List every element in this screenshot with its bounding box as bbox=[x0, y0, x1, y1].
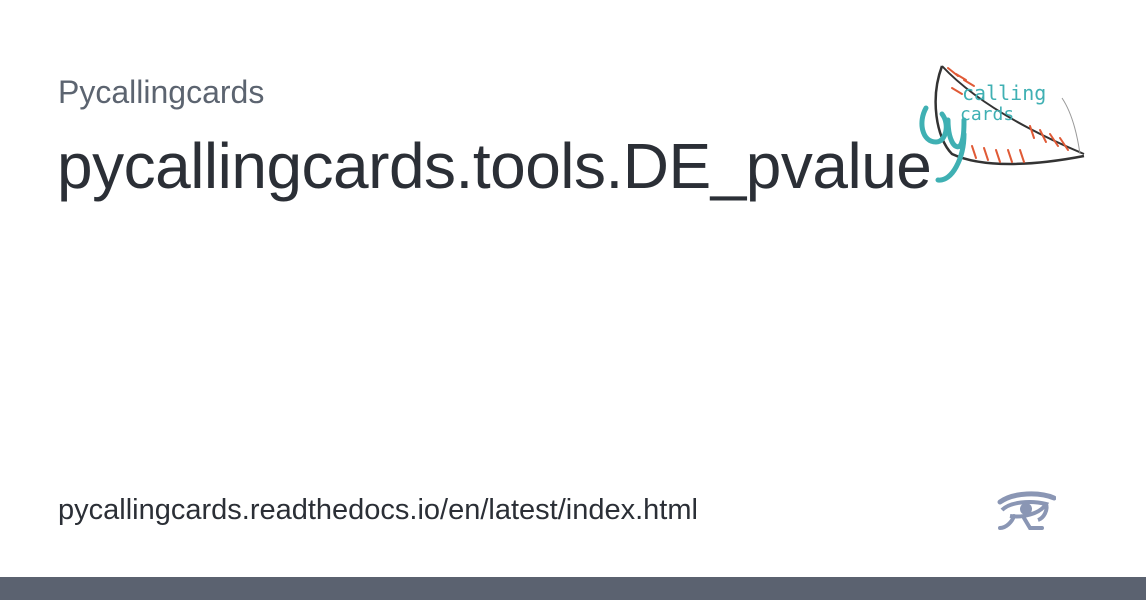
logo-text-cards: cards bbox=[960, 104, 1014, 125]
page-title: pycallingcards.tools.DE_pvalue bbox=[57, 130, 932, 202]
logo-text-calling: calling bbox=[962, 81, 1046, 105]
pycallingcards-logo-icon: calling cards bbox=[919, 65, 1085, 183]
readthedocs-eye-icon bbox=[997, 491, 1056, 530]
site-name: Pycallingcards bbox=[58, 74, 265, 110]
page-url: pycallingcards.readthedocs.io/en/latest/… bbox=[58, 494, 698, 526]
bottom-bar bbox=[0, 577, 1146, 600]
